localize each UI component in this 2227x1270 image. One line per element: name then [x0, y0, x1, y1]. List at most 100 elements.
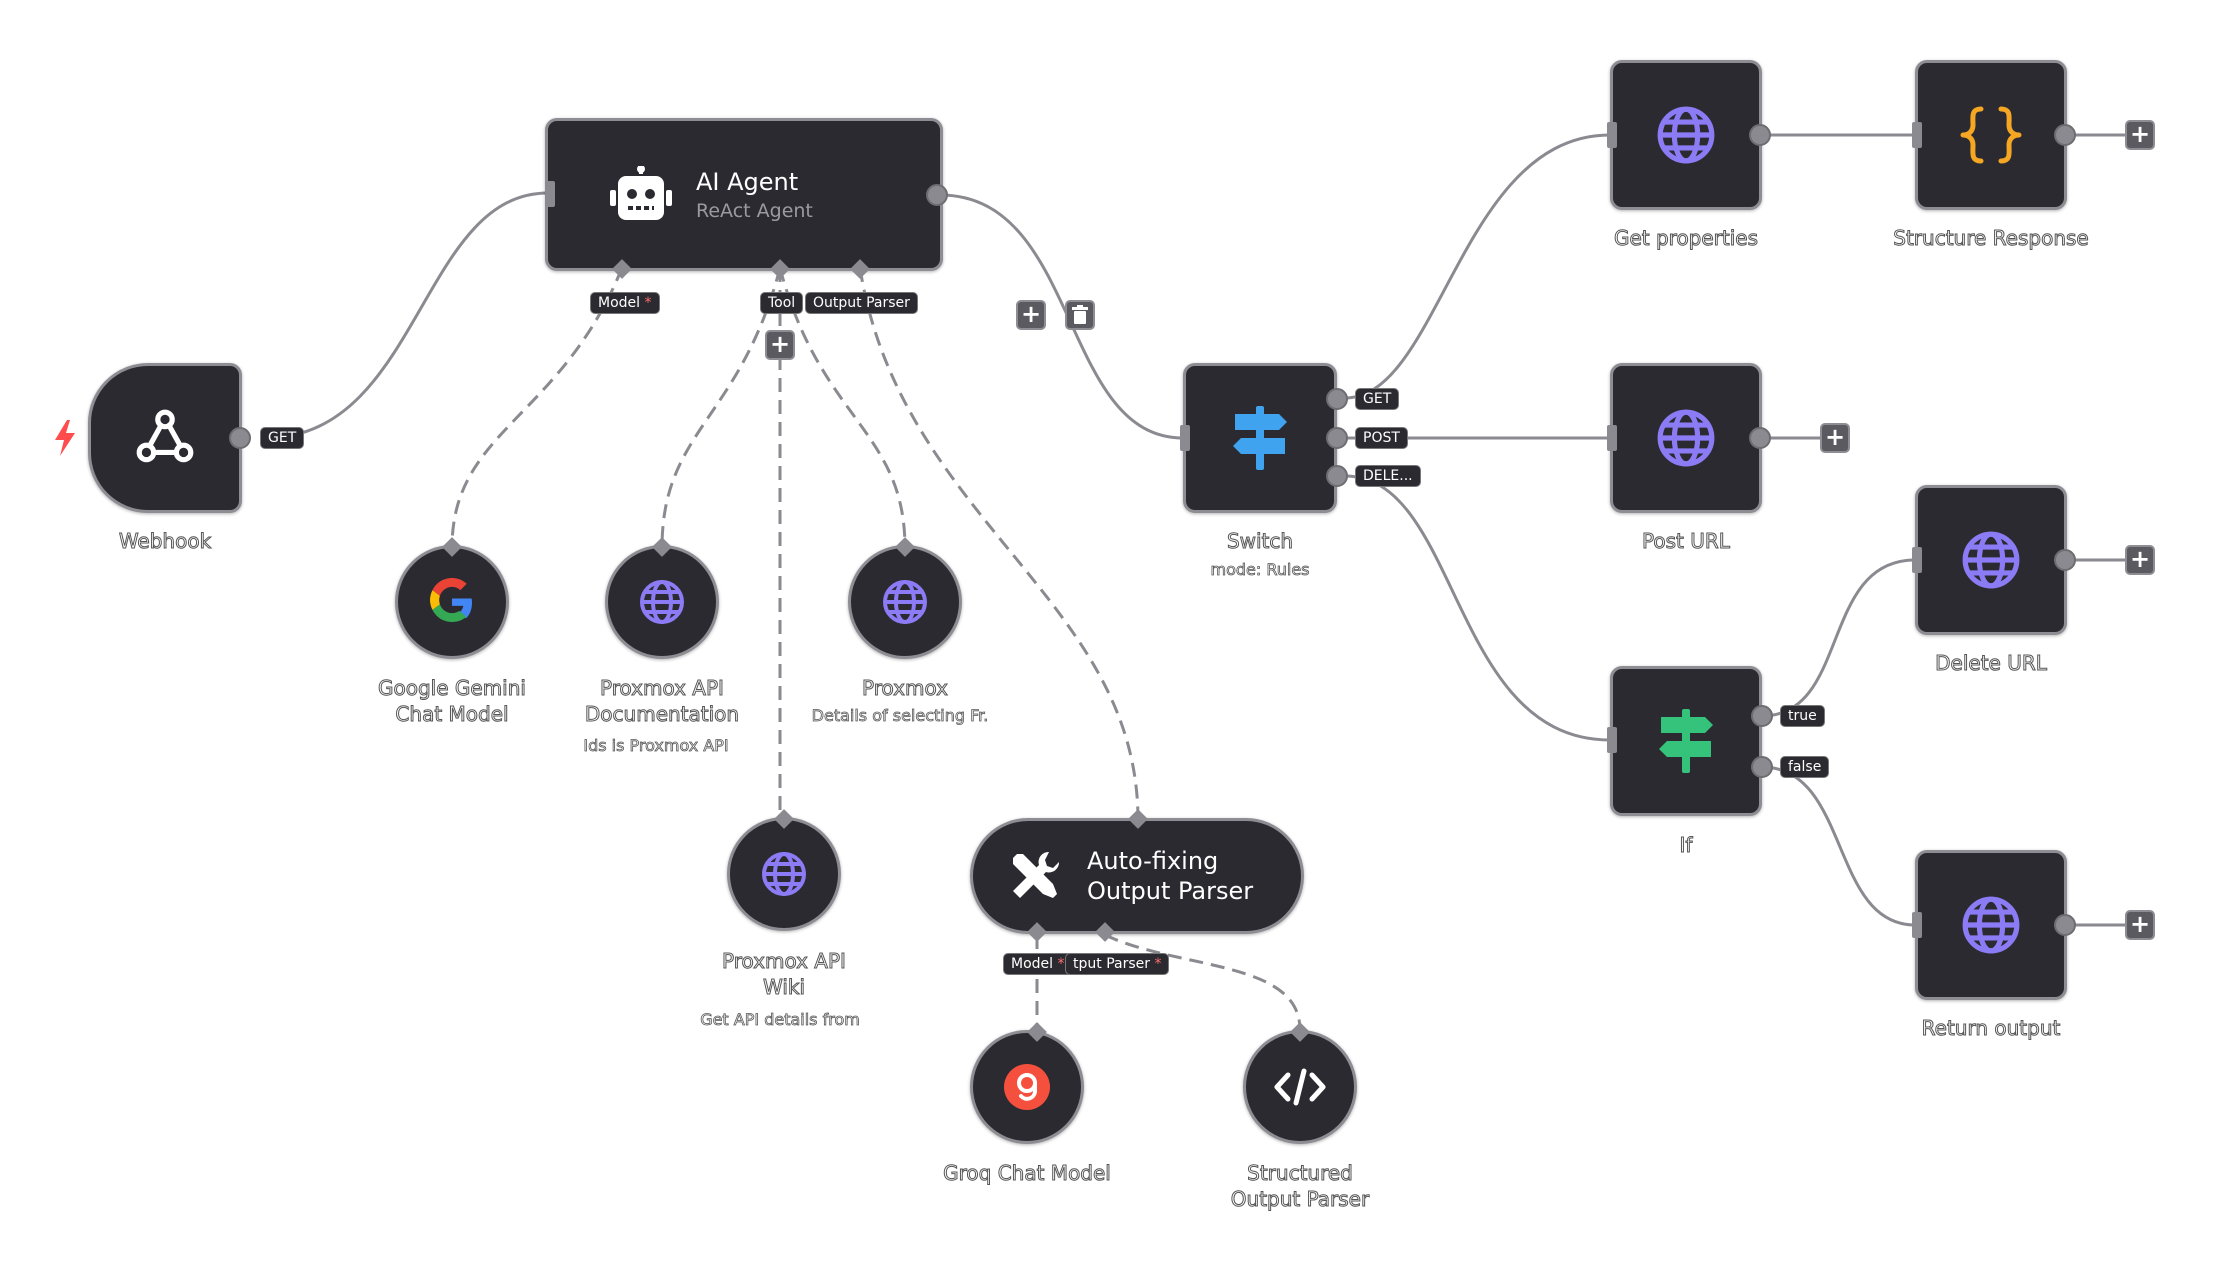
switch-delete-handle[interactable]	[1326, 465, 1348, 487]
post-url-input-port[interactable]	[1607, 425, 1617, 451]
structured-parser-node[interactable]	[1243, 1030, 1357, 1144]
edge-switch-if	[1344, 474, 1611, 742]
if-input-port[interactable]	[1607, 727, 1617, 753]
globe-icon	[640, 580, 684, 624]
post-url-output-handle[interactable]	[1749, 427, 1771, 449]
delete-url-label: Delete URL	[1935, 651, 2048, 676]
delete-url-add-button[interactable]: +	[2125, 545, 2155, 575]
get-properties-input-port[interactable]	[1607, 122, 1617, 148]
structure-response-input-port[interactable]	[1912, 122, 1922, 148]
switch-label: Switch	[1226, 529, 1294, 554]
autofix-model-required-mark: *	[1057, 956, 1065, 972]
structure-response-add-button[interactable]: +	[2125, 120, 2155, 150]
edge-agent-gemini	[450, 267, 624, 549]
return-output-input-port[interactable]	[1912, 912, 1922, 938]
autofix-model-tag: Model *	[1003, 953, 1073, 975]
autofix-title-line2: Output Parser	[1087, 877, 1254, 905]
edge-agent-autofix	[858, 267, 1140, 821]
edge-switch-getprops	[1344, 133, 1611, 400]
switch-sublabel: mode: Rules	[1210, 560, 1310, 580]
groq-icon	[1004, 1064, 1050, 1110]
add-tool-button[interactable]: +	[765, 330, 795, 360]
switch-get-handle[interactable]	[1326, 388, 1348, 410]
proxmox-wiki-sublabel: Get API details from	[700, 1010, 860, 1030]
globe-icon	[1657, 409, 1715, 467]
ai-agent-node[interactable]: AI Agent ReAct Agent	[545, 118, 943, 271]
if-label: If	[1679, 833, 1693, 858]
signpost-icon	[1659, 709, 1713, 773]
switch-node[interactable]	[1183, 363, 1337, 513]
model-tag: Model *	[590, 292, 660, 314]
add-node-button[interactable]: +	[1016, 300, 1046, 330]
code-tag-icon	[1274, 1068, 1326, 1106]
model-required-mark: *	[644, 295, 652, 311]
structure-response-node[interactable]	[1915, 60, 2067, 210]
autofix-parser-tag: tput Parser *	[1065, 953, 1170, 975]
proxmox-node[interactable]	[848, 545, 962, 659]
braces-icon	[1960, 106, 2022, 164]
structure-response-label: Structure Response	[1893, 226, 2089, 251]
proxmox-wiki-node[interactable]	[727, 817, 841, 931]
delete-url-output-handle[interactable]	[2054, 549, 2076, 571]
webhook-icon	[136, 409, 194, 463]
edge-autofix-structured	[1104, 933, 1302, 1031]
post-url-label: Post URL	[1642, 529, 1731, 554]
ai-agent-subtitle: ReAct Agent	[696, 199, 813, 222]
autofix-parser-required-mark: *	[1154, 956, 1162, 972]
autofix-parser-tag-text: tput Parser	[1073, 956, 1150, 972]
wrench-screwdriver-icon	[1013, 851, 1060, 898]
globe-icon	[1657, 106, 1715, 164]
get-properties-output-handle[interactable]	[1749, 124, 1771, 146]
structured-line2: Output Parser	[1230, 1187, 1370, 1212]
switch-get-tag: GET	[1355, 388, 1400, 410]
return-output-node[interactable]	[1915, 850, 2067, 1000]
robot-icon	[610, 165, 672, 220]
proxmox-doc-line1: Proxmox API	[600, 676, 725, 701]
delete-connection-button[interactable]	[1065, 300, 1095, 330]
return-output-add-button[interactable]: +	[2125, 910, 2155, 940]
ai-agent-output-handle[interactable]	[926, 184, 948, 206]
groq-label: Groq Chat Model	[943, 1161, 1112, 1186]
delete-url-node[interactable]	[1915, 485, 2067, 635]
if-true-handle[interactable]	[1751, 705, 1773, 727]
webhook-node[interactable]	[88, 363, 242, 513]
return-output-output-handle[interactable]	[2054, 914, 2076, 936]
post-url-node[interactable]	[1610, 363, 1762, 513]
edge-if-delete	[1761, 558, 1916, 718]
proxmox-wiki-line1: Proxmox API	[722, 949, 847, 974]
globe-icon	[1962, 896, 2020, 954]
ai-agent-input-port[interactable]	[545, 181, 555, 207]
if-false-tag: false	[1780, 756, 1830, 778]
proxmox-sublabel: Details of selecting Fr.	[811, 706, 989, 726]
tool-tag: Tool	[760, 292, 804, 314]
switch-input-port[interactable]	[1180, 425, 1190, 451]
gemini-node[interactable]	[395, 545, 509, 659]
structure-response-output-handle[interactable]	[2054, 124, 2076, 146]
return-output-label: Return output	[1921, 1016, 2061, 1041]
get-properties-node[interactable]	[1610, 60, 1762, 210]
if-node[interactable]	[1610, 666, 1762, 816]
switch-post-handle[interactable]	[1326, 427, 1348, 449]
delete-url-input-port[interactable]	[1912, 547, 1922, 573]
switch-post-tag: POST	[1355, 427, 1408, 449]
proxmox-doc-node[interactable]	[605, 545, 719, 659]
post-url-add-button[interactable]: +	[1820, 423, 1850, 453]
gemini-label-line1: Google Gemini	[378, 676, 527, 701]
groq-node[interactable]	[970, 1030, 1084, 1144]
model-tag-text: Model	[598, 295, 641, 311]
edge-webhook-agent	[264, 191, 549, 440]
globe-icon	[762, 852, 806, 896]
ai-agent-title: AI Agent	[696, 167, 799, 196]
autofix-parser-node[interactable]: Auto-fixing Output Parser	[970, 818, 1304, 934]
if-false-handle[interactable]	[1751, 756, 1773, 778]
webhook-label: Webhook	[118, 529, 212, 554]
autofix-model-tag-text: Model	[1011, 956, 1054, 972]
structured-line1: Structured	[1247, 1161, 1354, 1186]
webhook-output-handle[interactable]	[229, 427, 251, 449]
edge-agent-proxdoc	[660, 267, 782, 549]
